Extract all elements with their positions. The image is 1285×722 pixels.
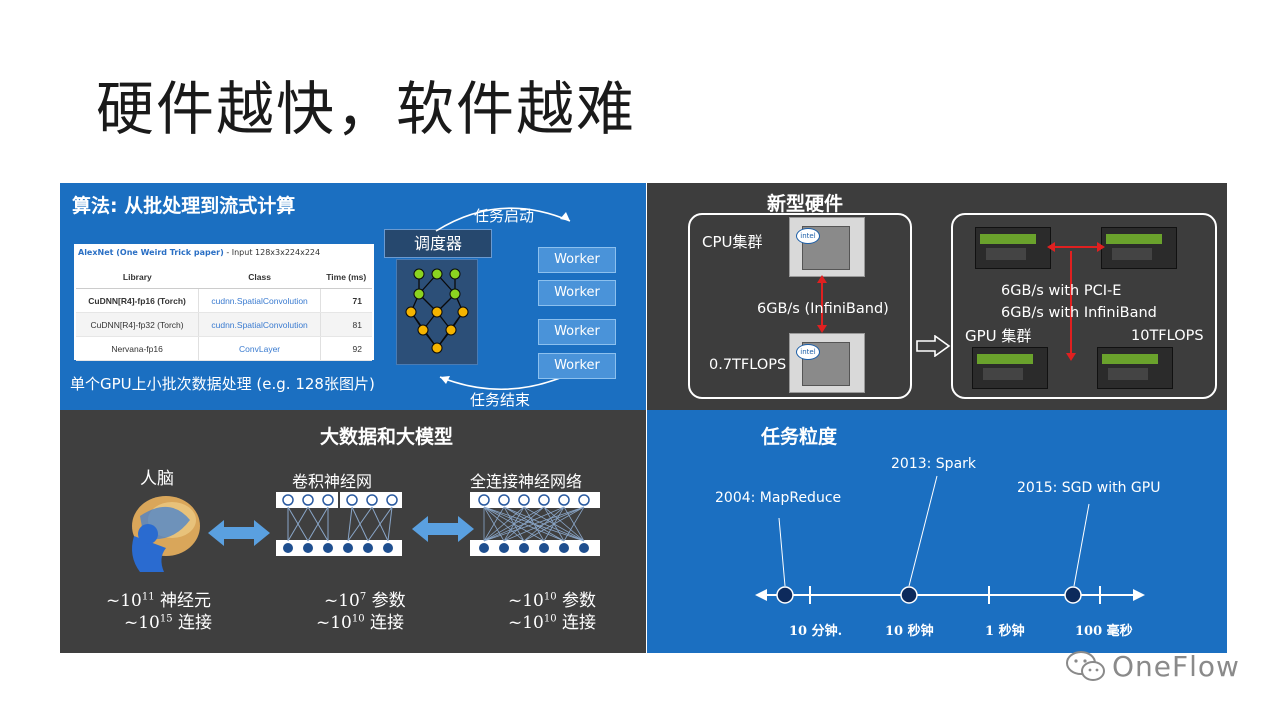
cell-class: cudnn.SpatialConvolution <box>198 312 321 337</box>
timeline-dot-mapreduce <box>776 586 794 604</box>
slide-title: 硬件越快，软件越难 <box>96 75 637 143</box>
gpu-cluster-box <box>951 213 1217 399</box>
task-end-label: 任务结束 <box>470 391 531 409</box>
granularity-panel-title: 任务粒度 <box>761 426 838 448</box>
tick-10-seconds: 10 秒钟 <box>885 624 934 639</box>
algorithm-panel: 算法: 从批处理到流式计算 AlexNet (One Weird Trick p… <box>60 183 646 410</box>
task-start-label: 任务启动 <box>474 207 535 225</box>
scheduler-label: 调度器 <box>384 229 492 258</box>
gpu-card-1 <box>975 227 1051 269</box>
fc-label: 全连接神经网络 <box>470 472 583 491</box>
gpu-flops-label: 10TFLOPS <box>1131 328 1204 344</box>
table-row: Nervana-fp16 ConvLayer 92 <box>76 336 372 361</box>
gpu-link-arrows <box>1047 242 1105 361</box>
brain-icon <box>132 496 200 572</box>
cpu-chip-bottom: intel <box>789 333 865 393</box>
timeline-dot-spark <box>900 586 918 604</box>
double-arrow-icon-right <box>412 516 474 542</box>
event-sgd-gpu: 2015: SGD with GPU <box>1017 480 1161 496</box>
cnn-connections: ~1010 连接 <box>316 613 405 633</box>
tick-1-second: 1 秒钟 <box>985 624 1025 639</box>
bigdata-panel: 大数据和大模型 人脑 卷积神经网 全连接神经网络 <box>60 410 646 653</box>
cell-library: CuDNN[R4]-fp16 (Torch) <box>76 288 200 313</box>
task-start-arrow <box>435 207 571 232</box>
algorithm-caption: 单个GPU上小批次数据处理 (e.g. 128张图片) <box>70 375 375 393</box>
cnn-diagram <box>276 492 402 556</box>
tick-10-minutes: 10 分钟. <box>789 624 843 639</box>
worker-node-1: Worker <box>538 247 616 273</box>
brain-neurons: ~1011 神经元 <box>106 591 212 611</box>
double-arrow-icon-left <box>208 520 270 546</box>
cell-library: Nervana-fp16 <box>76 336 200 361</box>
cell-class: ConvLayer <box>198 336 321 361</box>
benchmark-caption: AlexNet (One Weird Trick paper) - Input … <box>78 248 321 257</box>
fc-params: ~1010 参数 <box>508 591 597 611</box>
table-row: CuDNN[R4]-fp32 (Torch) cudnn.SpatialConv… <box>76 312 372 337</box>
cpu-flops-label: 0.7TFLOPS <box>709 357 787 373</box>
gpu-card-4 <box>1097 347 1173 389</box>
hardware-panel-title: 新型硬件 <box>767 193 844 215</box>
cpu-chip-top: intel <box>789 217 865 277</box>
cell-time: 81 <box>320 312 372 337</box>
gpu-card-2 <box>1101 227 1177 269</box>
brain-label: 人脑 <box>140 469 174 489</box>
timeline-dot-sgd <box>1064 586 1082 604</box>
cpu-cluster-label: CPU集群 <box>702 233 763 251</box>
event-mapreduce: 2004: MapReduce <box>715 490 842 506</box>
tick-100-ms: 100 毫秒 <box>1075 624 1133 639</box>
wechat-icon <box>1066 651 1105 681</box>
column-header-class: Class <box>198 266 321 289</box>
gpu-link-infiniband-label: 6GB/s with InfiniBand <box>1001 305 1157 321</box>
gpu-link-pcie-label: 6GB/s with PCI-E <box>1001 283 1122 299</box>
worker-node-2: Worker <box>538 280 616 306</box>
cpu-link-label: 6GB/s (InfiniBand) <box>757 301 889 317</box>
algorithm-panel-title: 算法: 从批处理到流式计算 <box>72 195 296 217</box>
watermark-text: OneFlow <box>1112 650 1240 683</box>
hardware-panel: 新型硬件 CPU集群 intel intel 6GB/s (InfiniBand… <box>647 183 1227 410</box>
brain-connections: ~1015 连接 <box>124 613 213 633</box>
cpu-link-arrow <box>817 275 827 333</box>
worker-node-3: Worker <box>538 319 616 345</box>
column-header-library: Library <box>76 266 199 289</box>
benchmark-table: AlexNet (One Weird Trick paper) - Input … <box>74 244 374 361</box>
event-spark: 2013: Spark <box>891 456 977 472</box>
gpu-cluster-label: GPU 集群 <box>965 327 1032 345</box>
fc-diagram <box>470 492 600 556</box>
cnn-params: ~107 参数 <box>324 591 406 611</box>
bigdata-panel-title: 大数据和大模型 <box>320 426 454 448</box>
arrow-right-icon <box>916 335 951 357</box>
gpu-card-3 <box>972 347 1048 389</box>
cpu-cluster-box <box>688 213 912 399</box>
task-dag-diagram <box>396 259 478 365</box>
cell-library: CuDNN[R4]-fp32 (Torch) <box>76 312 200 337</box>
column-header-time: Time (ms) <box>320 266 372 289</box>
granularity-panel: 任务粒度 2004: MapReduce 2013: Spark 2015: S… <box>647 410 1227 653</box>
dag-graph <box>405 268 469 354</box>
cell-time: 71 <box>320 288 372 313</box>
cell-time: 92 <box>320 336 372 361</box>
benchmark-grid: Library Class Time (ms) CuDNN[R4]-fp16 (… <box>76 266 372 361</box>
cell-class: cudnn.SpatialConvolution <box>198 288 321 313</box>
cnn-label: 卷积神经网 <box>292 472 373 491</box>
table-row: CuDNN[R4]-fp16 (Torch) cudnn.SpatialConv… <box>76 288 372 313</box>
fc-connections: ~1010 连接 <box>508 613 597 633</box>
worker-node-4: Worker <box>538 353 616 379</box>
timeline-diagram <box>755 475 1145 604</box>
